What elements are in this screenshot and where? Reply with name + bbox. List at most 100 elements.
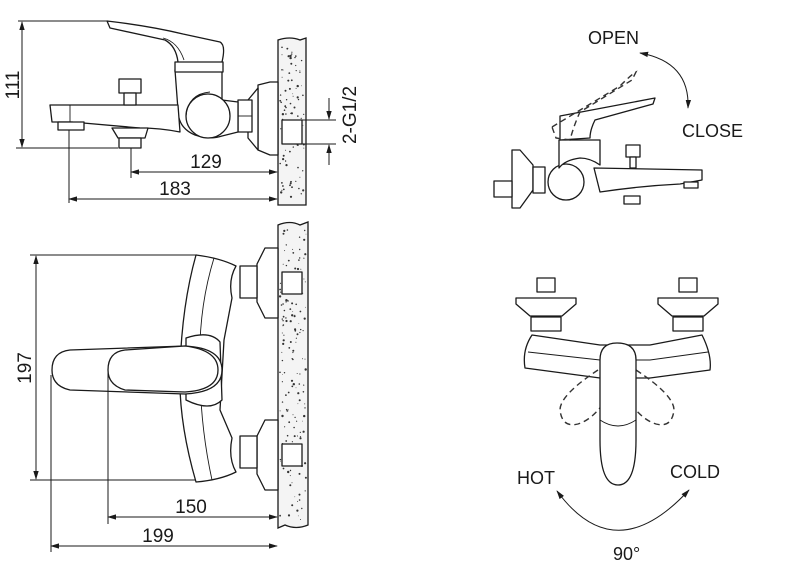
wall-speckle xyxy=(301,507,303,510)
wall-speckle xyxy=(291,53,293,55)
wall-speckle xyxy=(298,399,301,402)
wall-speckle xyxy=(296,333,299,336)
lower-pipe xyxy=(281,443,303,467)
wall-speckle xyxy=(287,259,290,262)
bottom-outlet xyxy=(118,137,142,149)
wall-speckle xyxy=(304,281,306,283)
wall-speckle xyxy=(291,186,293,189)
wall-speckle xyxy=(297,403,299,405)
cartridge-circle-2 xyxy=(547,163,585,201)
wall-speckle xyxy=(293,426,295,429)
wall-speckle xyxy=(304,253,307,256)
overall-depth-dimension-label: 199 xyxy=(142,526,174,547)
cold-position-dashed xyxy=(618,369,675,426)
wall-speckle xyxy=(290,180,292,183)
wall-speckle xyxy=(298,383,301,385)
wall-speckle xyxy=(301,85,302,87)
wall-speckle xyxy=(287,55,290,58)
wall-speckle xyxy=(282,158,285,161)
hot-position-dashed xyxy=(559,369,616,426)
wall-speckle xyxy=(281,351,283,353)
wall-speckle xyxy=(295,303,298,306)
wall-speckle xyxy=(296,420,298,422)
wall-speckle xyxy=(299,257,301,259)
wall-speckle xyxy=(294,416,296,419)
wall-speckle xyxy=(291,441,293,443)
upper-pipe xyxy=(281,271,303,295)
wall-speckle xyxy=(280,291,282,293)
wall-speckle xyxy=(299,331,301,334)
wall-speckle xyxy=(289,484,292,487)
pipe-connection xyxy=(281,119,303,145)
wall-speckle xyxy=(279,458,282,461)
wall-speckle xyxy=(304,476,307,479)
wall-speckle xyxy=(299,70,301,72)
wall-speckle xyxy=(300,117,302,119)
wall-speckle xyxy=(279,99,282,102)
diverter-knob xyxy=(118,78,142,94)
wall-speckle xyxy=(285,106,287,109)
wall-speckle xyxy=(280,460,281,462)
wall-speckle xyxy=(279,288,281,291)
wall-speckle xyxy=(299,248,301,251)
wall-speckle xyxy=(304,490,306,492)
cartridge-circle xyxy=(185,93,231,139)
connection-thread-label: 2-G1/2 xyxy=(340,86,361,144)
wall-speckle xyxy=(292,248,294,250)
cold-label: COLD xyxy=(670,462,720,482)
open-label: OPEN xyxy=(588,28,639,48)
wall-speckle xyxy=(300,193,302,195)
wall-speckle xyxy=(299,310,302,313)
wall-speckle xyxy=(279,514,281,517)
wall-speckle xyxy=(303,317,306,320)
wall-speckle xyxy=(297,392,300,395)
wall-speckle xyxy=(285,149,287,151)
wall-speckle xyxy=(287,391,290,394)
wall-speckle xyxy=(285,301,287,303)
wall-speckle xyxy=(282,69,284,71)
wall-speckle xyxy=(304,403,306,405)
temperature-view: HOT COLD 90° xyxy=(515,277,720,564)
wall-speckle xyxy=(281,69,283,71)
wall-speckle xyxy=(278,295,282,298)
wall-speckle xyxy=(288,87,291,90)
wall-speckle xyxy=(291,314,294,317)
top-view: 197 150 199 xyxy=(15,221,309,552)
wall-speckle xyxy=(285,317,287,319)
wall-speckle xyxy=(286,410,289,412)
wall-speckle xyxy=(287,470,290,474)
wall-speckle xyxy=(291,358,293,360)
wall-speckle xyxy=(283,229,286,232)
wall-speckle xyxy=(302,358,303,360)
wall-speckle xyxy=(292,414,294,416)
wall-speckle xyxy=(302,330,304,332)
wall-flange xyxy=(257,81,279,156)
side-view: 111 129 183 2-G1/2 xyxy=(3,20,361,206)
wall-speckle xyxy=(299,176,301,178)
wall-speckle xyxy=(285,99,288,101)
width-dimension-label: 197 xyxy=(15,352,36,384)
wall-speckle xyxy=(282,263,284,265)
wall-speckle xyxy=(289,320,292,323)
wall-speckle xyxy=(283,309,286,312)
wall-speckle xyxy=(288,347,291,349)
wall-speckle xyxy=(289,475,291,477)
wall-speckle xyxy=(292,95,294,97)
wall-speckle xyxy=(289,195,293,198)
wall-speckle xyxy=(297,166,299,169)
wall-speckle xyxy=(304,358,306,360)
wall-speckle xyxy=(281,54,283,56)
wall-speckle xyxy=(281,113,285,116)
wall-speckle xyxy=(305,233,307,235)
wall-speckle xyxy=(288,421,291,424)
wall-speckle xyxy=(297,98,300,101)
wall-speckle xyxy=(285,264,288,267)
hot-label: HOT xyxy=(517,468,555,488)
wall-speckle xyxy=(281,359,284,362)
wall-speckle xyxy=(292,252,295,254)
wall-speckle xyxy=(303,257,305,259)
wall-speckle xyxy=(281,332,283,334)
wall-speckle xyxy=(293,315,296,318)
wall-speckle xyxy=(280,101,283,104)
wall-speckle xyxy=(281,414,284,418)
